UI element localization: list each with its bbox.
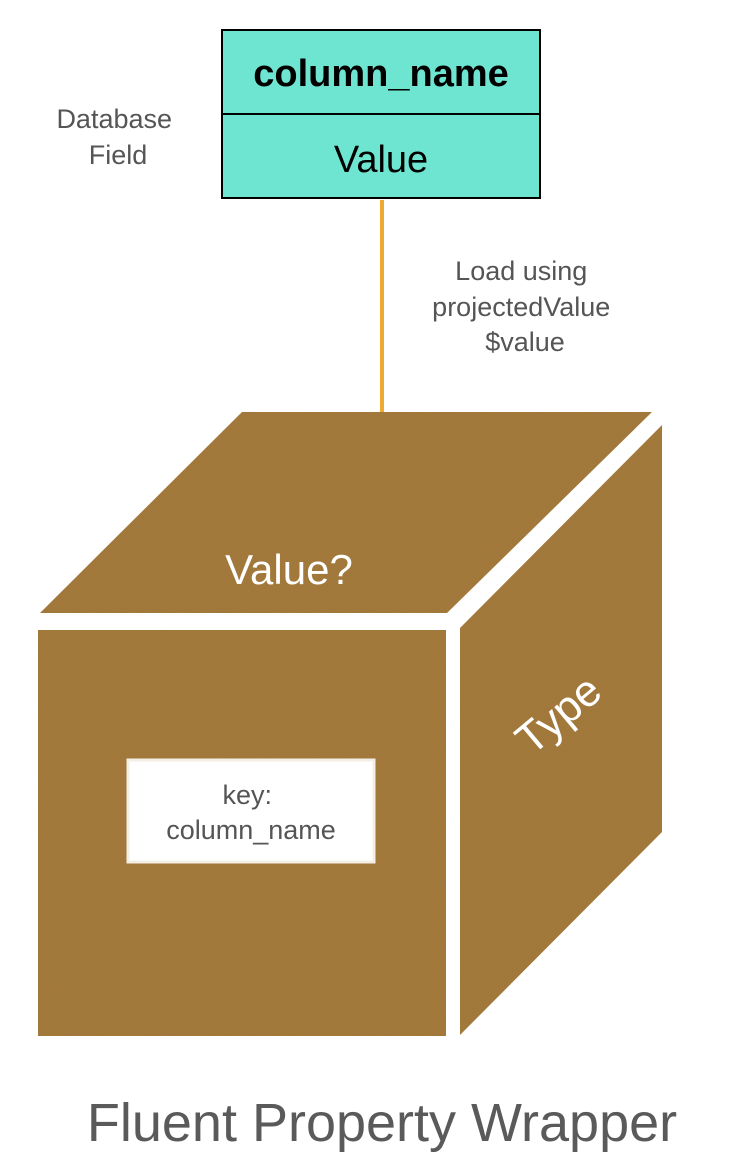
database-field-label: Database Field bbox=[56, 104, 179, 170]
box-side-face bbox=[460, 425, 662, 1035]
record-value-text: Value bbox=[334, 139, 428, 181]
diagram-caption: Fluent Property Wrapper bbox=[87, 1093, 677, 1153]
key-card-background bbox=[126, 758, 376, 864]
arrow-label: Load using projectedValue $value bbox=[432, 256, 618, 357]
box-top-face bbox=[40, 412, 652, 613]
record-header-text: column_name bbox=[253, 53, 509, 95]
record-header-cell bbox=[221, 29, 541, 115]
key-card-text: key: column_name bbox=[166, 780, 336, 845]
box-top-label: Value? bbox=[225, 546, 353, 593]
property-wrapper-box bbox=[38, 412, 662, 1036]
key-label-card: key: column_name bbox=[126, 758, 376, 864]
record-value-cell bbox=[221, 113, 541, 199]
database-field-record: column_name Value bbox=[221, 29, 541, 199]
